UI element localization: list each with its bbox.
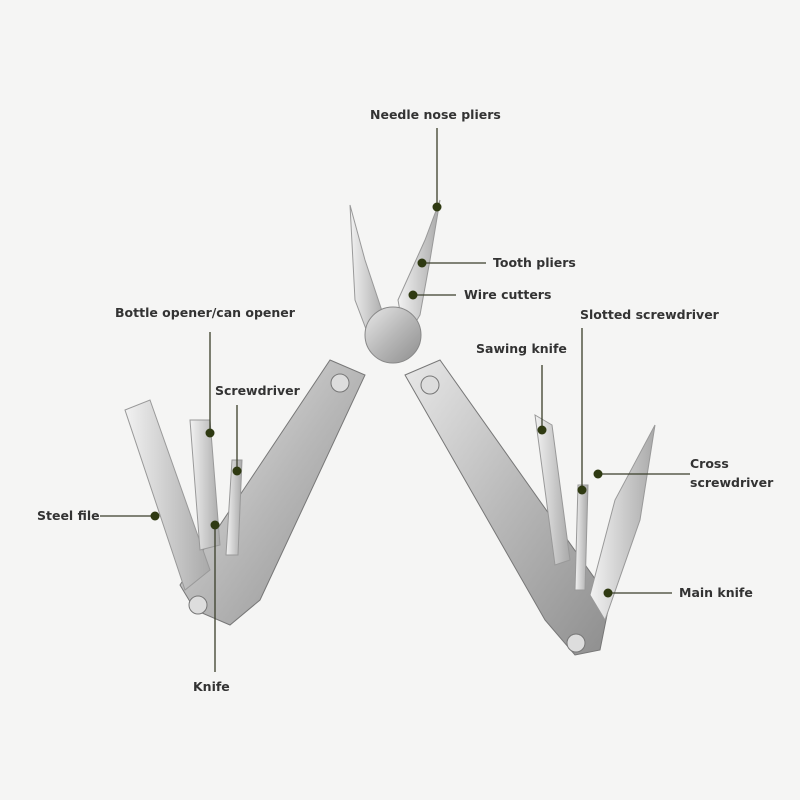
dot-wire-cutters: [408, 290, 418, 300]
label-tooth-pliers: Tooth pliers: [493, 255, 576, 270]
dot-sawing-knife: [537, 425, 547, 435]
dot-screwdriver: [232, 466, 242, 476]
dot-cross-screwdriver: [593, 469, 603, 479]
label-main-knife: Main knife: [679, 585, 753, 600]
screwdriver-blade: [225, 459, 243, 556]
label-slotted-screwdriver: Slotted screwdriver: [580, 307, 719, 322]
label-steel-file: Steel file: [37, 508, 100, 523]
dot-bottle-opener: [205, 428, 215, 438]
label-bottle-opener: Bottle opener/can opener: [115, 305, 295, 320]
bottle-opener-blade: [189, 419, 221, 551]
dot-knife: [210, 520, 220, 530]
label-cross-screwdriver-line1: Cross: [690, 456, 729, 471]
sawing-knife-blade: [534, 414, 571, 566]
marker-dots: [150, 202, 613, 598]
left-handle: [179, 359, 366, 626]
slotted-screwdriver-blade: [574, 484, 589, 591]
label-knife: Knife: [193, 679, 230, 694]
right-handle: [404, 359, 611, 656]
dot-main-knife: [603, 588, 613, 598]
dot-steel-file: [150, 511, 160, 521]
label-screwdriver: Screwdriver: [215, 383, 300, 398]
main-knife-blade: [589, 424, 656, 622]
label-needle-nose-pliers: Needle nose pliers: [370, 107, 501, 122]
dot-slotted-screwdriver: [577, 485, 587, 495]
leader-lines: [100, 128, 690, 672]
dot-needle-nose-pliers: [432, 202, 442, 212]
steel-file-blade: [124, 399, 211, 591]
dot-tooth-pliers: [417, 258, 427, 268]
label-sawing-knife: Sawing knife: [476, 341, 567, 356]
label-wire-cutters: Wire cutters: [464, 287, 552, 302]
label-cross-screwdriver-line2: screwdriver: [690, 475, 774, 490]
pivot: [364, 306, 422, 364]
